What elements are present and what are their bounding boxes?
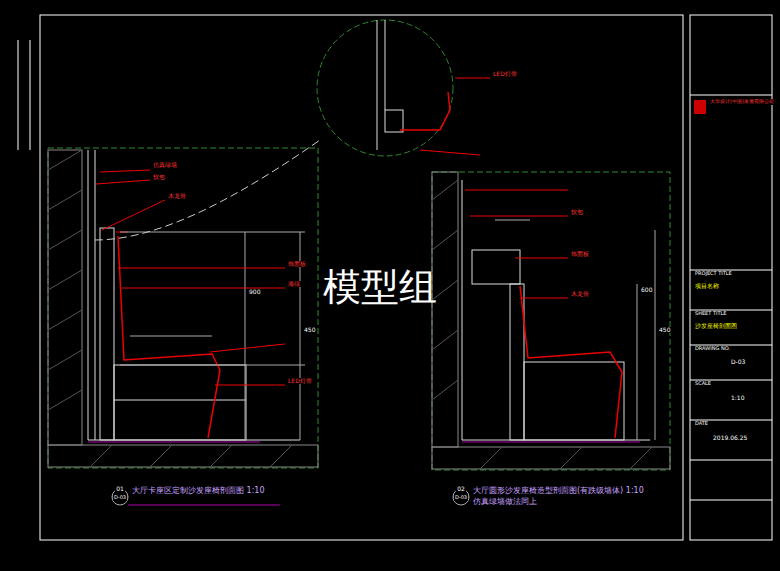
section-boundary — [48, 148, 318, 468]
material-note: 软包 — [152, 174, 166, 181]
material-note: 木龙骨 — [570, 291, 590, 298]
dimension: 900 — [248, 289, 261, 296]
material-note: 木龙骨 — [167, 193, 187, 200]
callout-number: 01 — [115, 486, 125, 493]
material-note: 海绵 — [287, 281, 301, 288]
callout-number: 02 — [456, 486, 466, 493]
field-label: DATE — [694, 421, 709, 427]
material-note: 软包 — [570, 209, 584, 216]
field-label: DRAWING NO. — [694, 346, 731, 352]
section-boundary — [432, 172, 670, 470]
material-note: 饰面板 — [287, 261, 307, 268]
dimension: 600 — [640, 287, 653, 294]
drawing-title: 大厅圆形沙发座椅造型剖面图(有跌级墙体) 1:10 — [472, 486, 645, 495]
field-label: SCALE — [694, 381, 712, 387]
dimension: 450 — [658, 327, 671, 334]
field-value: 沙发座椅剖面图 — [694, 323, 738, 330]
company-name: 大华设计(中国)发展有限公司 — [709, 99, 775, 105]
field-value: D-03 — [730, 359, 746, 366]
drawing-note: 仿真绿墙做法同上 — [472, 497, 538, 506]
drawing-title: 大厅卡座区定制沙发座椅剖面图 1:10 — [131, 486, 266, 495]
field-label: PROJECT TITLE — [694, 271, 733, 277]
drawing-frame — [40, 15, 683, 540]
sheet-ref: D-03 — [113, 495, 127, 501]
sheet-ref: D-03 — [454, 495, 468, 501]
field-value: 1:10 — [730, 395, 745, 402]
dimension: 450 — [303, 327, 316, 334]
material-note: 仿真绿墙 — [152, 162, 178, 169]
field-label: SHEET TITLE — [694, 311, 727, 317]
title-block — [690, 15, 772, 540]
field-value: 2019.06.25 — [712, 435, 748, 442]
material-note: LED灯带 — [492, 71, 518, 78]
watermark: 模型组 — [322, 266, 438, 310]
material-note: 饰面板 — [570, 251, 590, 258]
material-note: LED灯带 — [287, 378, 313, 385]
field-value: 项目名称 — [694, 283, 720, 290]
